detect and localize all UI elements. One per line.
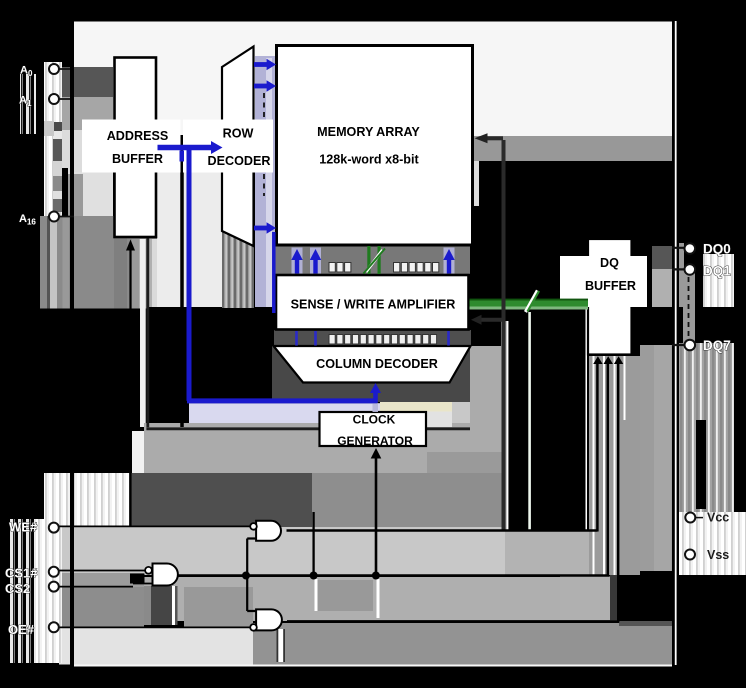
svg-text:CLOCK: CLOCK (353, 413, 396, 427)
svg-text:DQ7: DQ7 (703, 338, 731, 353)
svg-text:BUFFER: BUFFER (585, 279, 636, 293)
svg-text:Vss: Vss (707, 548, 729, 562)
svg-text:DQ0: DQ0 (703, 242, 731, 257)
svg-text:BUFFER: BUFFER (112, 152, 163, 166)
svg-text:SENSE / WRITE AMPLIFIER: SENSE / WRITE AMPLIFIER (291, 298, 456, 312)
svg-text:OE#: OE# (8, 622, 35, 637)
svg-text:CS2: CS2 (5, 581, 30, 596)
svg-text:DECODER: DECODER (208, 154, 271, 168)
svg-text:GENERATOR: GENERATOR (337, 434, 413, 448)
svg-text:ADDRESS: ADDRESS (107, 129, 169, 143)
svg-text:DQ1: DQ1 (703, 264, 731, 279)
svg-text:COLUMN DECODER: COLUMN DECODER (316, 357, 438, 371)
svg-text:ROW: ROW (223, 127, 254, 141)
svg-text:WE#: WE# (9, 520, 38, 535)
svg-text:A0: A0 (20, 65, 33, 79)
svg-text:DQ: DQ (600, 256, 619, 270)
svg-text:Vcc: Vcc (707, 511, 729, 525)
svg-text:CS1#: CS1# (5, 566, 38, 581)
svg-text:128k-word x8-bit: 128k-word x8-bit (319, 153, 419, 167)
svg-text:MEMORY ARRAY: MEMORY ARRAY (317, 125, 420, 139)
